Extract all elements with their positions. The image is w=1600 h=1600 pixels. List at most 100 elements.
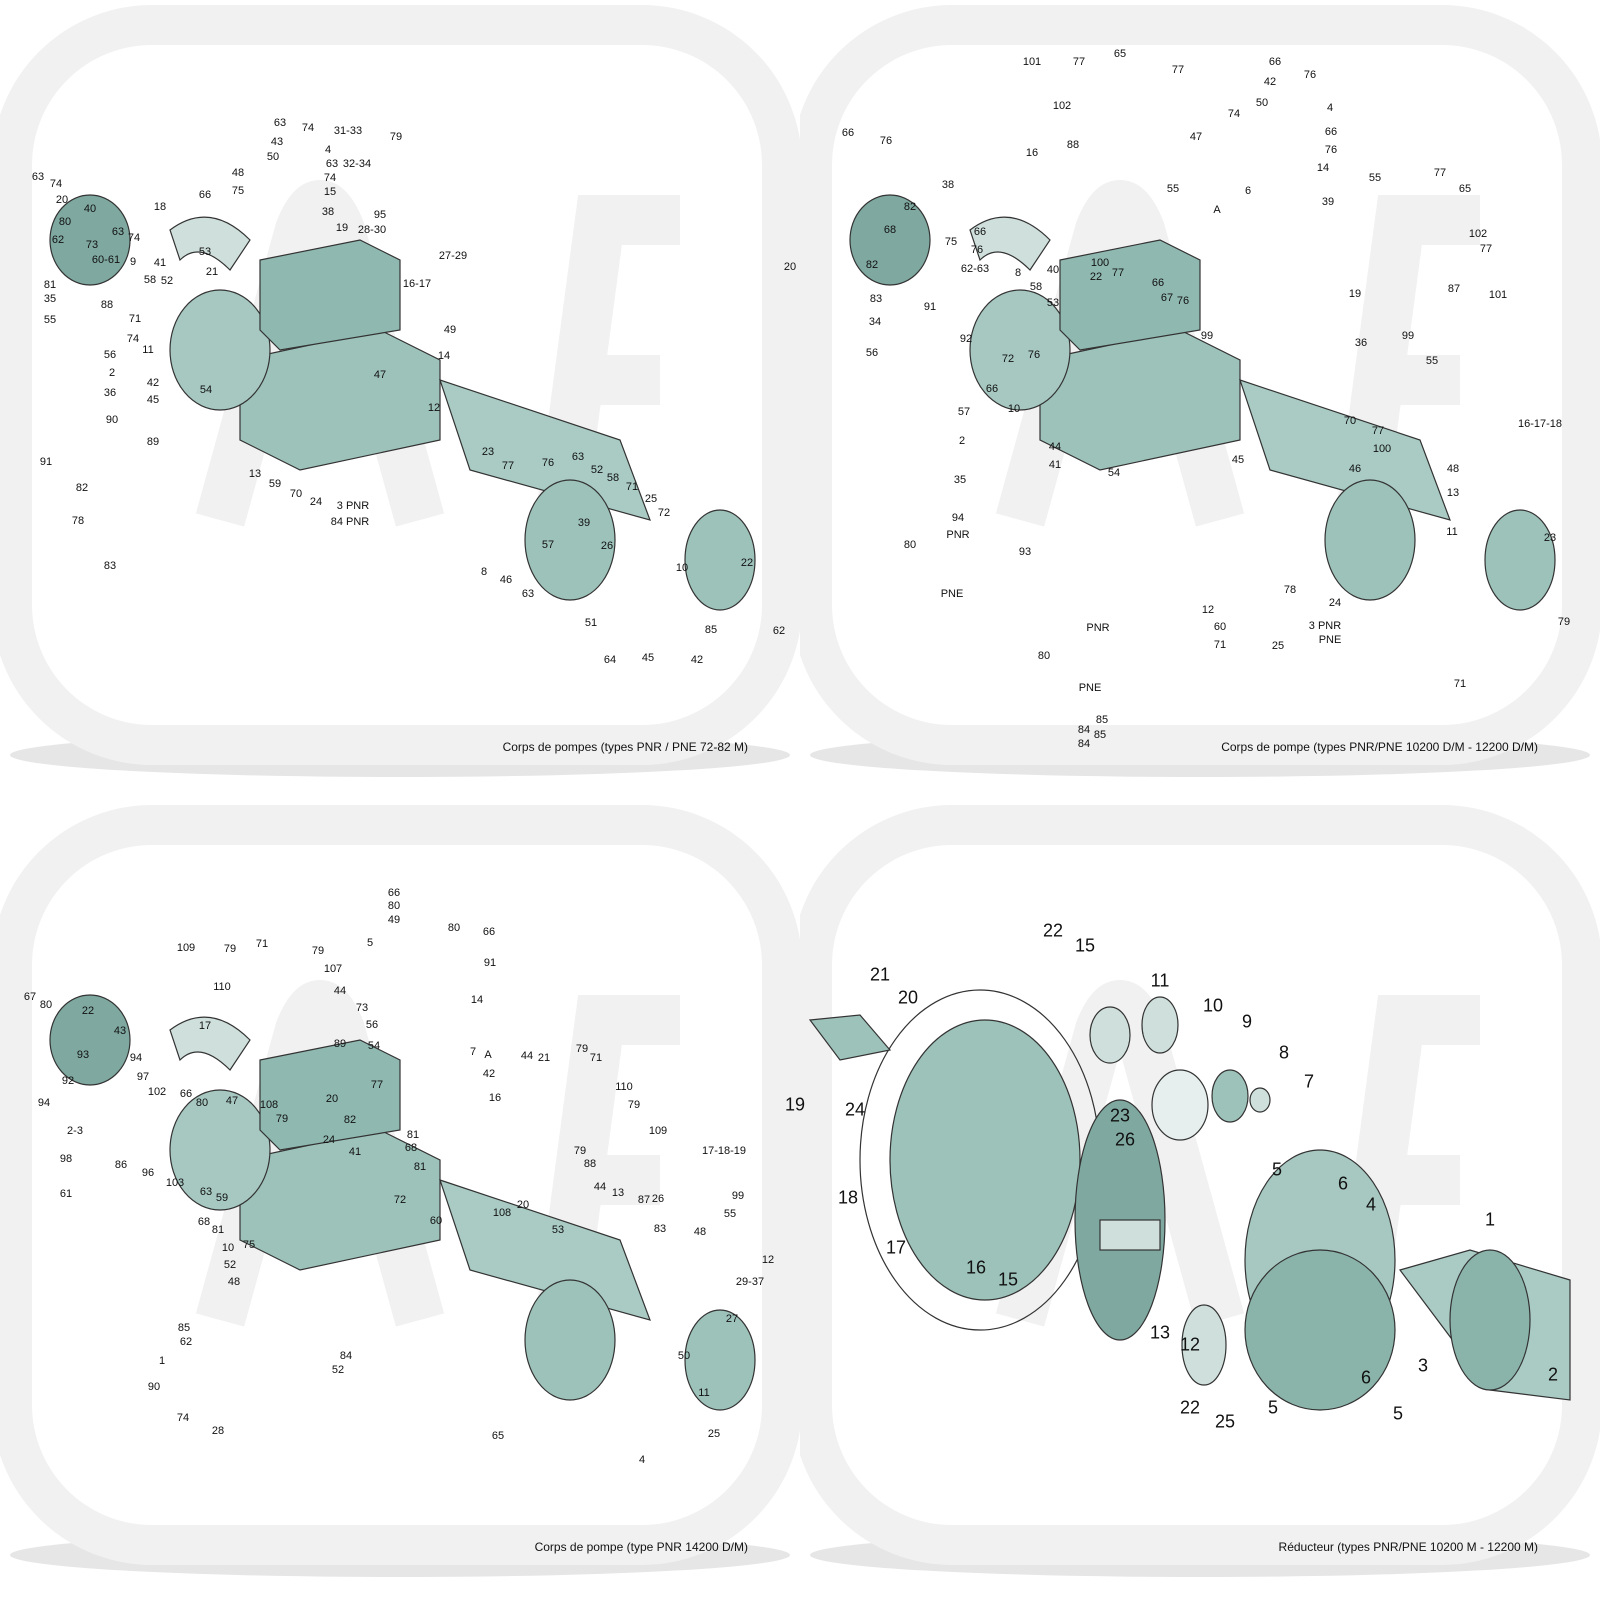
part-number-label: 29-37 [735, 1276, 765, 1288]
part-number-label: 17-18-19 [701, 1145, 747, 1157]
part-number-label: 2 [1547, 1364, 1559, 1385]
part-number-label: 25 [1271, 640, 1285, 652]
part-number-label: 68 [197, 1216, 211, 1228]
part-number-label: 80 [39, 999, 53, 1011]
part-number-label: 28 [211, 1425, 225, 1437]
part-number-label: 66 [1324, 126, 1338, 138]
part-number-label: 90 [105, 414, 119, 426]
part-number-label: 93 [1018, 546, 1032, 558]
part-number-label: 10 [1202, 995, 1224, 1016]
part-number-label: 110 [213, 981, 231, 993]
part-number-label: 15 [997, 1269, 1019, 1290]
part-number-label: 50 [266, 151, 280, 163]
part-number-label: 7 [1303, 1071, 1315, 1092]
part-number-label: 77 [370, 1079, 384, 1091]
part-number-label: PNE [1078, 682, 1102, 694]
part-number-label: 22 [81, 1005, 95, 1017]
part-number-label: 108 [259, 1099, 279, 1111]
part-number-label: 61 [59, 1188, 73, 1200]
part-number-label: 34 [868, 316, 882, 328]
part-number-label: 58 [606, 472, 620, 484]
part-number-label: 63 [571, 451, 585, 463]
part-number-label: 25 [644, 493, 658, 505]
part-number-label: 76 [1027, 349, 1041, 361]
part-number-label: 66 [985, 383, 999, 395]
part-number-label: 11 [1446, 526, 1458, 538]
part-number-label: 60 [429, 1215, 443, 1227]
part-number-label: 74 [1227, 108, 1241, 120]
part-number-label: 77 [1433, 167, 1447, 179]
part-number-label: 66 [179, 1088, 193, 1100]
part-number-label: 54 [367, 1040, 381, 1052]
part-number-label: 97 [136, 1071, 150, 1083]
part-number-label: 66 [198, 189, 212, 201]
part-number-label: 96 [141, 1167, 155, 1179]
part-number-label: 99 [1401, 330, 1415, 342]
part-number-label: 80 [195, 1097, 209, 1109]
part-number-label: 53 [1046, 297, 1060, 309]
part-number-label: 36 [1354, 337, 1368, 349]
part-number-label: 79 [1557, 616, 1571, 628]
part-number-label: 28-30 [357, 224, 387, 236]
part-number-label: 91 [39, 456, 53, 468]
part-number-label: 73 [355, 1002, 369, 1014]
part-number-label: 68 [883, 224, 897, 236]
part-number-label: 94 [951, 512, 965, 524]
part-number-label: 32-34 [342, 158, 372, 170]
diagram-canvas [800, 5, 1600, 777]
part-number-label: 15 [1074, 935, 1096, 956]
part-number-label: 60-61 [91, 254, 121, 266]
part-number-label: 101 [1488, 289, 1508, 301]
part-number-label: 102 [1468, 228, 1488, 240]
part-number-label: 13 [1446, 487, 1460, 499]
part-number-label: 45 [1231, 454, 1245, 466]
part-number-label: 13 [611, 1187, 625, 1199]
part-number-label: 12 [1179, 1334, 1201, 1355]
part-number-label: 62 [772, 625, 786, 637]
part-number-label: 20 [897, 987, 919, 1008]
part-number-label: 10 [1007, 403, 1021, 415]
part-number-label: 72 [1001, 353, 1015, 365]
watermark-frame [800, 805, 1600, 1565]
part-number-label: 48 [227, 1276, 241, 1288]
part-number-label: 67 [1160, 292, 1174, 304]
part-number-label: 66 [973, 226, 987, 238]
part-number-label: 92 [959, 333, 973, 345]
part-number-label: 74 [127, 232, 141, 244]
part-number-label: 82 [343, 1114, 357, 1126]
part-number-label: 16 [488, 1092, 502, 1104]
part-number-label: 55 [43, 314, 57, 326]
part-number-label: 48 [231, 167, 245, 179]
part-number-label: 19 [335, 222, 349, 234]
part-number-label: 77 [1371, 425, 1385, 437]
part-number-label: PNE [1318, 634, 1342, 646]
part-number-label: 103 [165, 1177, 185, 1189]
part-number-label: 16-17-18 [1517, 418, 1563, 430]
part-number-label: 76 [541, 457, 555, 469]
part-number-label: 45 [641, 652, 655, 664]
part-number-label: 16 [1025, 147, 1039, 159]
part-number-label: 71 [1453, 678, 1467, 690]
part-number-label: 74 [49, 178, 63, 190]
part-number-label: 65 [1458, 183, 1472, 195]
part-number-label: 3 PNR [1308, 620, 1342, 632]
part-number-label: 79 [223, 943, 237, 955]
part-number-label: 46 [499, 574, 513, 586]
part-number-label: 21 [537, 1052, 551, 1064]
part-number-label: 12 [1201, 604, 1215, 616]
part-number-label: 63 [273, 117, 287, 129]
part-number-label: 80 [58, 216, 72, 228]
part-number-label: 4 [1326, 102, 1334, 114]
part-number-label: 99 [1200, 330, 1214, 342]
part-number-label: 79 [275, 1113, 289, 1125]
part-number-label: 6 [1244, 185, 1252, 197]
part-number-label: 109 [648, 1125, 668, 1137]
part-number-label: 56 [865, 347, 879, 359]
part-number-label: 70 [289, 488, 303, 500]
part-number-label: 93 [76, 1049, 90, 1061]
part-number-label: 63 [31, 171, 45, 183]
part-number-label: 26 [651, 1193, 665, 1205]
part-number-label: 58 [143, 274, 157, 286]
part-number-label: 24 [322, 1134, 336, 1146]
part-number-label: 12 [761, 1254, 775, 1266]
